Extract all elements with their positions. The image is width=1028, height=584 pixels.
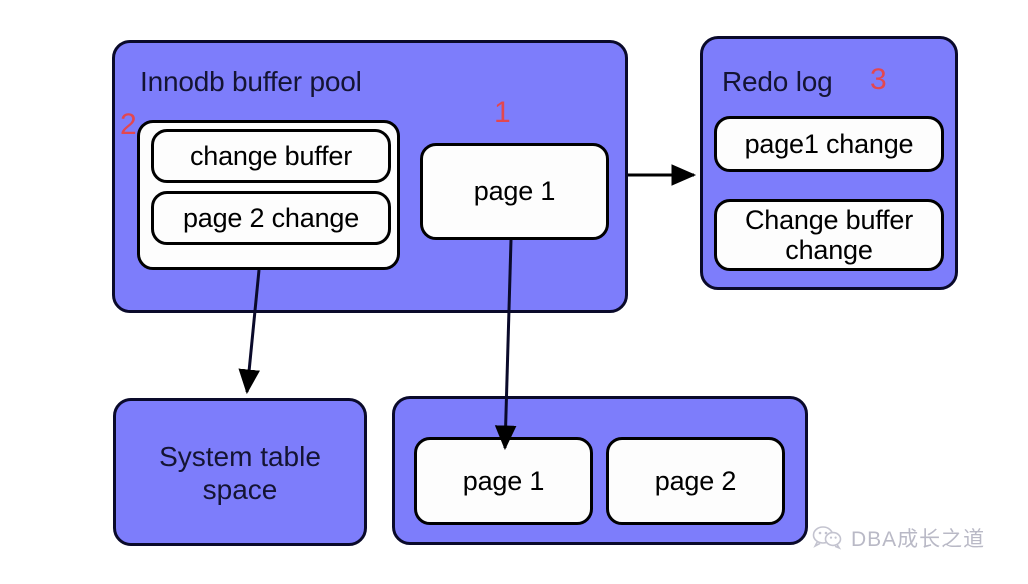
step-number-2: 2 [120, 108, 137, 141]
disk-page-1-label: page 1 [462, 465, 545, 496]
change-buffer-label: change buffer [189, 140, 353, 171]
system-table-space-label: System table space [159, 441, 321, 506]
redo-log-entry-label: Change buffer change [744, 204, 914, 265]
redo-log-entry-page1-change[interactable]: page1 change [714, 116, 944, 172]
page-2-change-box[interactable]: page 2 change [151, 191, 391, 245]
redo-log-entry-change-buffer-change[interactable]: Change buffer change [714, 199, 944, 271]
step-number-1: 1 [494, 96, 511, 129]
buffer-pool-page-1-box[interactable]: page 1 [420, 143, 609, 240]
wechat-icon [812, 526, 842, 550]
watermark-text: DBA成长之道 [851, 528, 986, 551]
watermark: DBA成长之道 [812, 523, 985, 553]
system-table-space-panel [113, 398, 367, 546]
change-buffer-box[interactable]: change buffer [151, 129, 391, 183]
buffer-pool-page-1-label: page 1 [473, 176, 556, 207]
disk-page-1-box[interactable]: page 1 [414, 437, 593, 525]
step-number-3: 3 [870, 63, 887, 96]
innodb-buffer-pool-title: Innodb buffer pool [140, 66, 362, 97]
disk-page-2-box[interactable]: page 2 [606, 437, 785, 525]
page-2-change-label: page 2 change [182, 202, 360, 233]
redo-log-title: Redo log [722, 66, 833, 97]
redo-log-entry-label: page1 change [744, 128, 914, 159]
disk-page-2-label: page 2 [654, 465, 737, 496]
